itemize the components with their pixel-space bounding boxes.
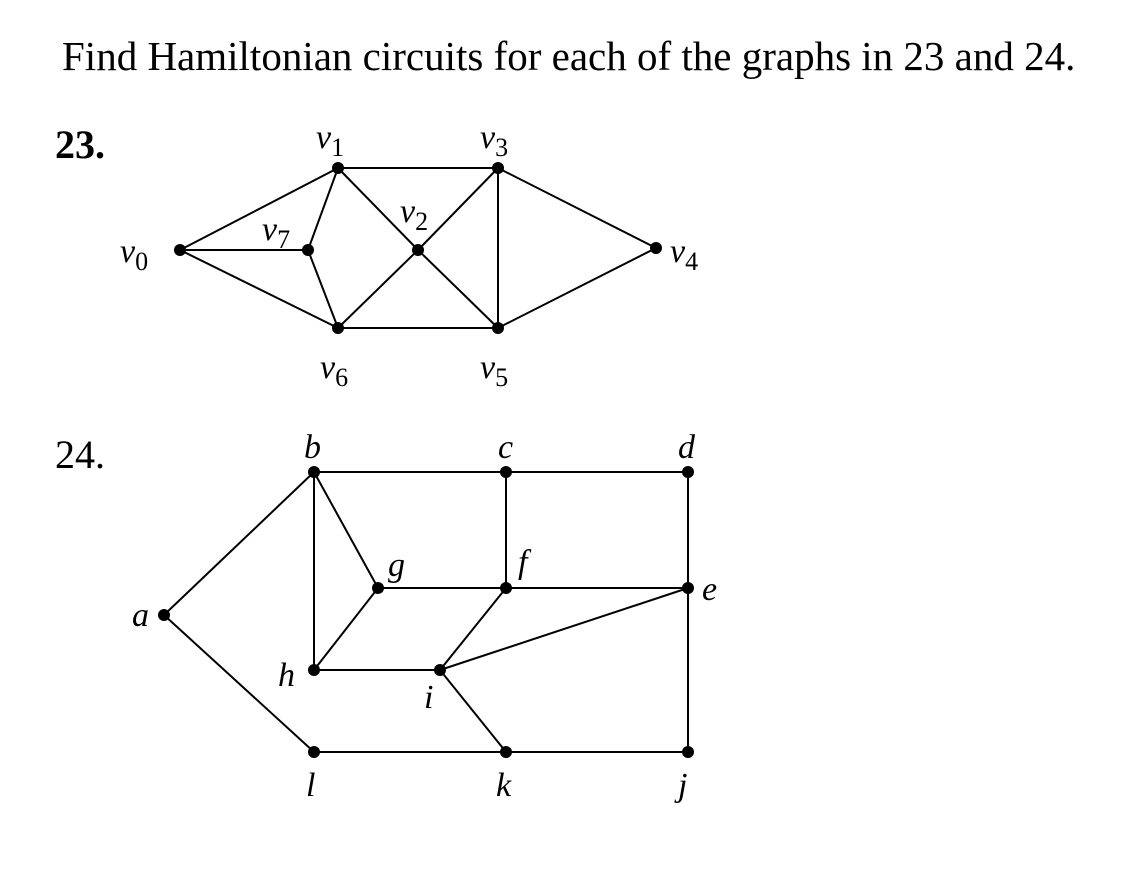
vertex-label-g: g [388,547,405,584]
edge-v3-v4 [497,167,657,249]
vertex-label-i: i [424,679,433,716]
edge-v0-v1 [179,167,339,251]
vertex-label-v6: v6 [320,349,348,392]
edge-i-k [439,669,507,753]
edge-v2-v6 [337,249,419,329]
vertex-a [158,609,170,621]
vertex-label-v2: v2 [400,193,428,236]
edge-v5-v4 [497,247,657,329]
vertex-label-f: f [518,544,532,581]
graph-24: 24. a b c d e f g h i j k l [55,429,717,804]
vertex-e [682,582,694,594]
vertex-v2 [412,244,424,256]
vertex-v0 [174,244,186,256]
vertex-g [372,582,384,594]
vertex-j [682,746,694,758]
vertex-label-c: c [498,429,513,466]
vertex-label-v3: v3 [480,119,508,162]
vertex-label-v7: v7 [262,211,290,254]
vertex-label-b: b [304,429,321,466]
vertex-v3 [492,162,504,174]
exercise-number: 23. [55,122,105,167]
vertex-v5 [492,322,504,334]
vertex-label-v4: v4 [670,233,698,276]
vertex-label-k: k [496,767,512,804]
vertex-h [308,664,320,676]
edge-v1-v2 [337,167,419,251]
edge-a-l [163,614,315,753]
edge-a-b [163,471,315,616]
vertex-l [308,746,320,758]
exercise-prompt: Find Hamiltonian circuits for each of th… [62,33,1075,79]
edge-g-h [313,587,379,671]
edge-v7-v6 [307,249,339,329]
vertex-d [682,466,694,478]
vertex-f [500,582,512,594]
vertex-c [500,466,512,478]
edge-v3-v2 [417,167,499,251]
vertex-v7 [302,244,314,256]
vertex-k [500,746,512,758]
vertex-b [308,466,320,478]
vertex-label-e: e [702,571,717,608]
edge-v2-v5 [417,249,499,329]
vertex-v6 [332,322,344,334]
vertex-v1 [332,162,344,174]
vertex-v4 [650,242,662,254]
vertex-label-a: a [132,597,149,634]
vertex-label-v0: v0 [120,233,148,276]
edge-i-f [439,587,507,671]
vertex-label-j: j [674,767,687,804]
vertex-i [434,664,446,676]
vertex-label-d: d [678,429,696,466]
vertex-label-v5: v5 [480,349,508,392]
edge-i-e [439,587,689,671]
edge-v0-v6 [179,249,339,329]
vertex-label-l: l [306,767,315,804]
vertex-label-h: h [278,657,295,694]
edge-v1-v7 [307,167,339,251]
graph-23: 23. v0 v1 v2 v3 v4 v5 v6 v7 [55,119,698,392]
vertex-label-v1: v1 [316,119,344,162]
exercise-number: 24. [55,432,105,477]
edge-b-g [313,471,379,589]
